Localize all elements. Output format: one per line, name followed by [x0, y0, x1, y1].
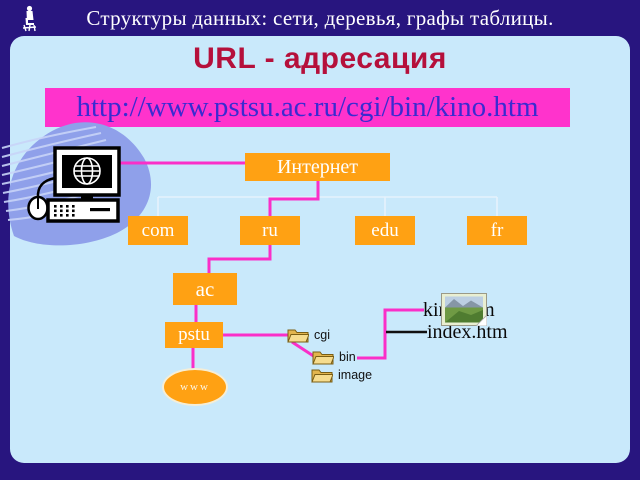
- folder-bin: bin: [312, 349, 356, 365]
- node-domain-edu: edu: [355, 216, 415, 245]
- node-domain-fr: fr: [467, 216, 527, 245]
- scribe-figure-icon: [22, 5, 37, 32]
- file-index-htm: index.htm: [427, 321, 508, 343]
- globe-icon: [73, 157, 101, 185]
- folder-icon: [312, 351, 334, 365]
- url-box: http://www.pstsu.ac.ru/cgi/bin/kino.htm: [45, 88, 570, 127]
- folder-icon: [287, 329, 309, 343]
- node-internet: Интернет: [245, 153, 390, 181]
- system-unit-icon: [46, 198, 120, 223]
- photo-thumbnail-icon: [441, 293, 487, 326]
- node-server-www: www: [162, 368, 228, 406]
- folder-label: bin: [339, 350, 356, 364]
- node-subdomain-ac: ac: [173, 273, 237, 305]
- titlebar: Структуры данных: сети, деревья, графы т…: [0, 0, 640, 36]
- folder-image: image: [311, 367, 372, 383]
- folder-label: cgi: [314, 328, 330, 342]
- url-text: http://www.pstsu.ac.ru/cgi/bin/kino.htm: [76, 91, 539, 123]
- titlebar-title: Структуры данных: сети, деревья, графы т…: [86, 5, 554, 30]
- computer-icon: [27, 146, 121, 223]
- node-host-pstu: pstu: [165, 322, 223, 348]
- folder-label: image: [338, 368, 373, 382]
- node-domain-ru: ru: [240, 216, 300, 245]
- slide-title: URL - адресация: [193, 42, 447, 75]
- folder-cgi: cgi: [287, 327, 330, 343]
- folder-icon: [311, 369, 333, 383]
- node-domain-com: com: [128, 216, 188, 245]
